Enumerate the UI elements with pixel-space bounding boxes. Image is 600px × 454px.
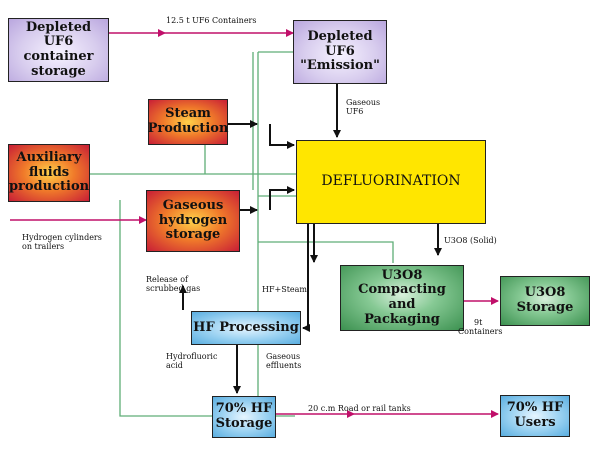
node-line: UF6 (325, 43, 355, 59)
node-line: HF Processing (193, 319, 299, 335)
node-line: DEFLUORINATION (321, 173, 461, 190)
node-line: hydrogen (158, 212, 228, 228)
node-line: production (8, 179, 90, 195)
transport-arrows (10, 29, 499, 418)
label-9t-containers: 9t Containers (458, 318, 503, 337)
node-line: "Emission" (300, 58, 380, 74)
label-hf-steam: HF+Steam (262, 285, 308, 294)
node-line: U3O8 (524, 285, 566, 301)
node-line: container (23, 49, 94, 64)
node-line: Production (147, 121, 229, 136)
node-line: Packaging (364, 311, 440, 327)
node-line: storage (31, 63, 86, 79)
node-line: 70% HF (506, 400, 564, 416)
label-hydrofluoric-acid: Hydrofluoric acid (166, 352, 218, 371)
node-line: Users (514, 415, 556, 430)
label-gaseous-effluents: Gaseous effluents (266, 352, 302, 371)
node-line: Depleted UF6 (25, 19, 92, 50)
label-release-scrubbed-gas: Release of scrubbed gas (146, 275, 201, 294)
node-line: Gaseous (162, 198, 224, 214)
node-line: fluids (28, 164, 70, 180)
label-gaseous-uf6: Gaseous UF6 (346, 98, 381, 117)
node-line: Steam (165, 106, 211, 122)
node-line: Storage (516, 300, 574, 315)
label-road-rail-tanks: 20 c.m Road or rail tanks (308, 404, 411, 413)
process-arrows (179, 84, 442, 394)
hf-processing-box: HF Processing (191, 311, 301, 345)
label-hydrogen-cylinders: Hydrogen cylinders on trailers (22, 233, 102, 252)
node-line: Storage (215, 416, 273, 431)
node-line: Depleted (307, 29, 373, 45)
node-line: and (388, 297, 416, 312)
node-line: U3O8 Compacting (358, 267, 446, 298)
label-u3o8-solid: U3O8 (Solid) (444, 236, 497, 245)
defluorination-box: DEFLUORINATION (296, 140, 486, 224)
node-line: 70% HF (215, 401, 273, 417)
node-line: storage (165, 227, 221, 243)
label-12-5t-containers: 12.5 t UF6 Containers (166, 16, 257, 25)
node-line: Auxiliary (16, 150, 82, 166)
